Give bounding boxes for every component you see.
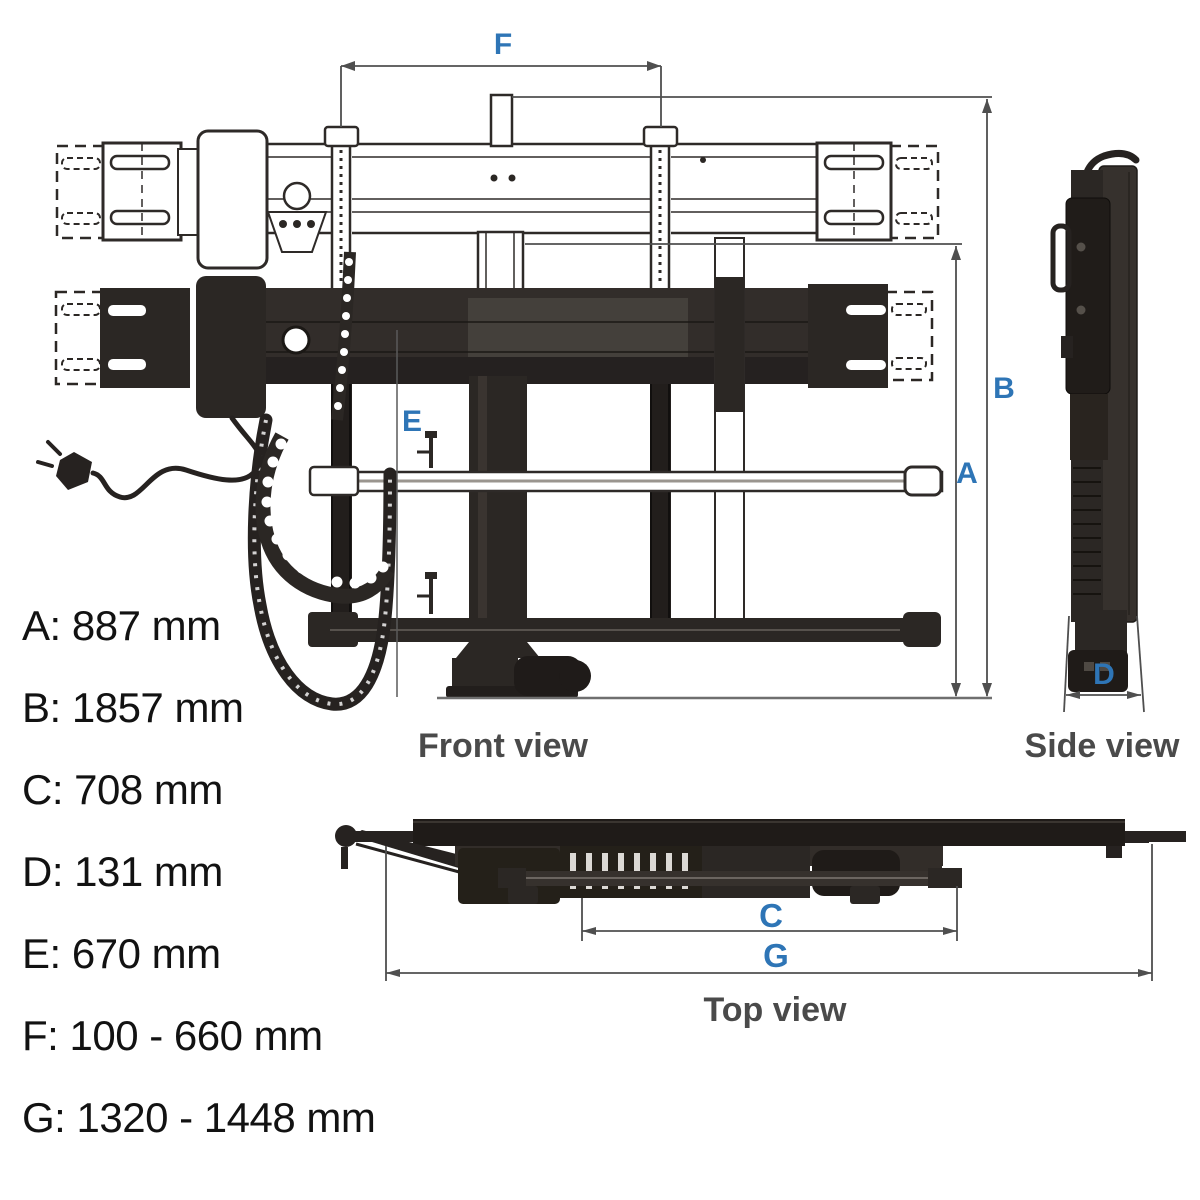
dim-line-D: [1063, 615, 1145, 713]
dim-letter-D: D: [1093, 658, 1115, 691]
dim-line-F: [340, 61, 662, 127]
dim-letter-C: C: [759, 897, 783, 934]
top-view-label: Top view: [704, 991, 847, 1029]
front-upper-assembly: [55, 93, 940, 294]
dimension-spec-list: A: 887 mm B: 1857 mm C: 708 mm D: 131 mm…: [22, 602, 376, 1141]
front-lower-assembly: [54, 237, 934, 639]
spec-row-C: C: 708 mm: [22, 766, 223, 813]
dim-line-B: [512, 96, 992, 697]
top-view: [335, 819, 1186, 904]
spec-row-E: E: 670 mm: [22, 930, 221, 977]
dim-letter-F: F: [494, 28, 512, 61]
cable-chain: [247, 251, 397, 711]
lift-lead-screws: [323, 125, 679, 288]
spec-row-D: D: 131 mm: [22, 848, 223, 895]
dim-letter-G: G: [763, 937, 789, 974]
top-left-knob: [335, 825, 357, 847]
dim-line-C: [581, 886, 958, 941]
power-cord: [90, 415, 263, 501]
dim-letter-A: A: [956, 457, 978, 490]
dim-line-A: [525, 243, 962, 697]
spec-row-F: F: 100 - 660 mm: [22, 1012, 323, 1059]
power-plug-icon: [36, 440, 92, 490]
side-handle: [1050, 223, 1072, 293]
bracket-rails: [308, 431, 944, 647]
dim-letter-B: B: [993, 372, 1015, 405]
pedestal-column: [446, 376, 591, 698]
dim-line-G: [385, 844, 1153, 981]
spec-row-B: B: 1857 mm: [22, 684, 243, 731]
spec-row-A: A: 887 mm: [22, 602, 221, 649]
dimension-annotations: F B A E D C G: [340, 28, 1153, 981]
front-view-label: Front view: [418, 727, 589, 765]
side-view: [1050, 149, 1140, 692]
side-view-label: Side view: [1025, 727, 1181, 765]
front-view: [36, 93, 992, 711]
dim-letter-E: E: [402, 405, 422, 438]
spec-row-G: G: 1320 - 1448 mm: [22, 1094, 375, 1141]
